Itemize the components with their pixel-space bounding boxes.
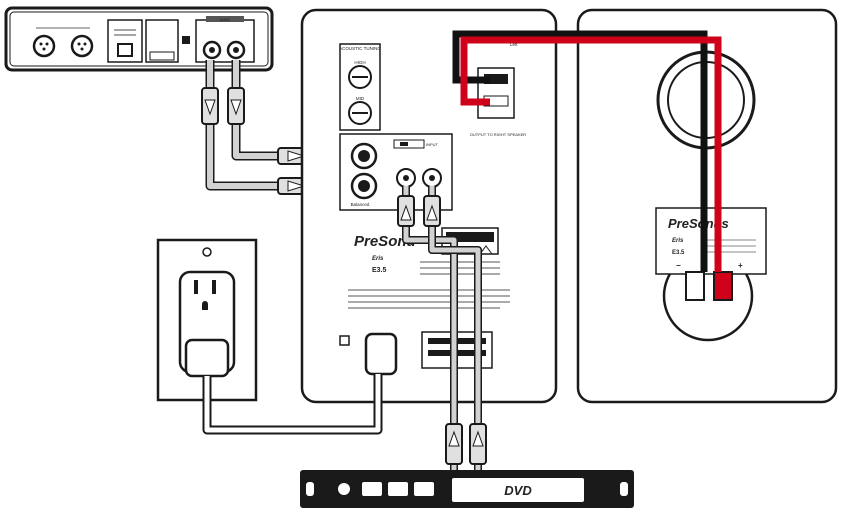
usb-port-icon <box>117 43 133 57</box>
wall-outlet <box>156 238 258 402</box>
dvd-button[interactable] <box>362 482 382 496</box>
flow-arrow-icon <box>400 204 412 221</box>
balanced-label: Balanced <box>351 202 370 207</box>
right-speaker-series: Eris <box>672 238 684 244</box>
acoustic-tuning-label: ACOUSTIC TUNING <box>339 46 381 51</box>
dvd-tray <box>452 478 584 502</box>
dvd-button[interactable] <box>388 482 408 496</box>
left-speaker-series: Eris <box>372 256 384 262</box>
xlr-input-2 <box>70 34 94 58</box>
left-speaker-model: E3.5 <box>372 267 387 274</box>
dvd-power-button[interactable] <box>338 483 350 495</box>
right-speaker-brand: PreSonus <box>668 216 729 231</box>
dvd-player: DVD <box>300 470 634 508</box>
dvd-label: DVD <box>504 483 532 498</box>
output-to-right-label: OUTPUT TO RIGHT SPEAKER <box>470 132 526 137</box>
output-label: MAIN <box>220 17 230 22</box>
interface-output-right <box>226 40 246 60</box>
input-label: INPUT <box>426 142 439 147</box>
flow-arrow-icon <box>230 99 242 116</box>
flow-arrow-icon <box>287 150 306 162</box>
rca-input-left <box>396 168 416 188</box>
positive-terminal <box>713 271 733 301</box>
flow-arrow-icon <box>448 430 460 447</box>
xlr-input-1 <box>32 34 56 58</box>
minus-label: − <box>676 261 681 270</box>
mid-label: MID <box>356 96 365 101</box>
flow-arrow-icon <box>204 99 216 116</box>
audio-interface: MAIN <box>4 6 274 72</box>
rca-input-right <box>422 168 442 188</box>
flow-arrow-icon <box>472 430 484 447</box>
dvd-button[interactable] <box>414 482 434 496</box>
spk-left-label: Left <box>510 42 518 47</box>
plus-label: + <box>738 261 743 270</box>
left-speaker-brand: PreSonu <box>354 233 416 250</box>
trs-input-upper <box>350 142 378 170</box>
speaker-wire <box>452 30 722 272</box>
right-speaker-model: E3.5 <box>672 250 685 256</box>
flow-arrow-icon <box>426 204 438 221</box>
interface-output-left <box>202 40 222 60</box>
negative-terminal <box>685 271 705 301</box>
high-label: HIGH <box>354 60 365 65</box>
flow-arrow-icon <box>287 180 306 192</box>
power-plug-icon <box>184 338 230 378</box>
trs-input-lower <box>350 172 378 200</box>
